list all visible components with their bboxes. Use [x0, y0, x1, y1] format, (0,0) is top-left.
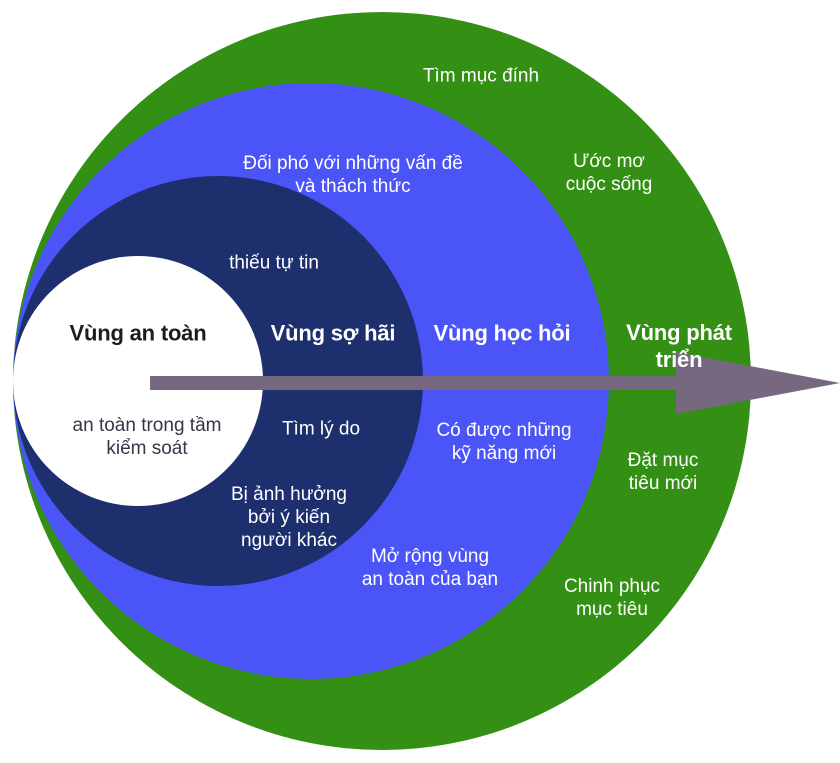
- progress-arrow: [150, 352, 840, 414]
- comfort-zone-circle: [13, 256, 263, 506]
- arrow-shaft: [150, 376, 680, 390]
- arrow-head: [676, 352, 840, 414]
